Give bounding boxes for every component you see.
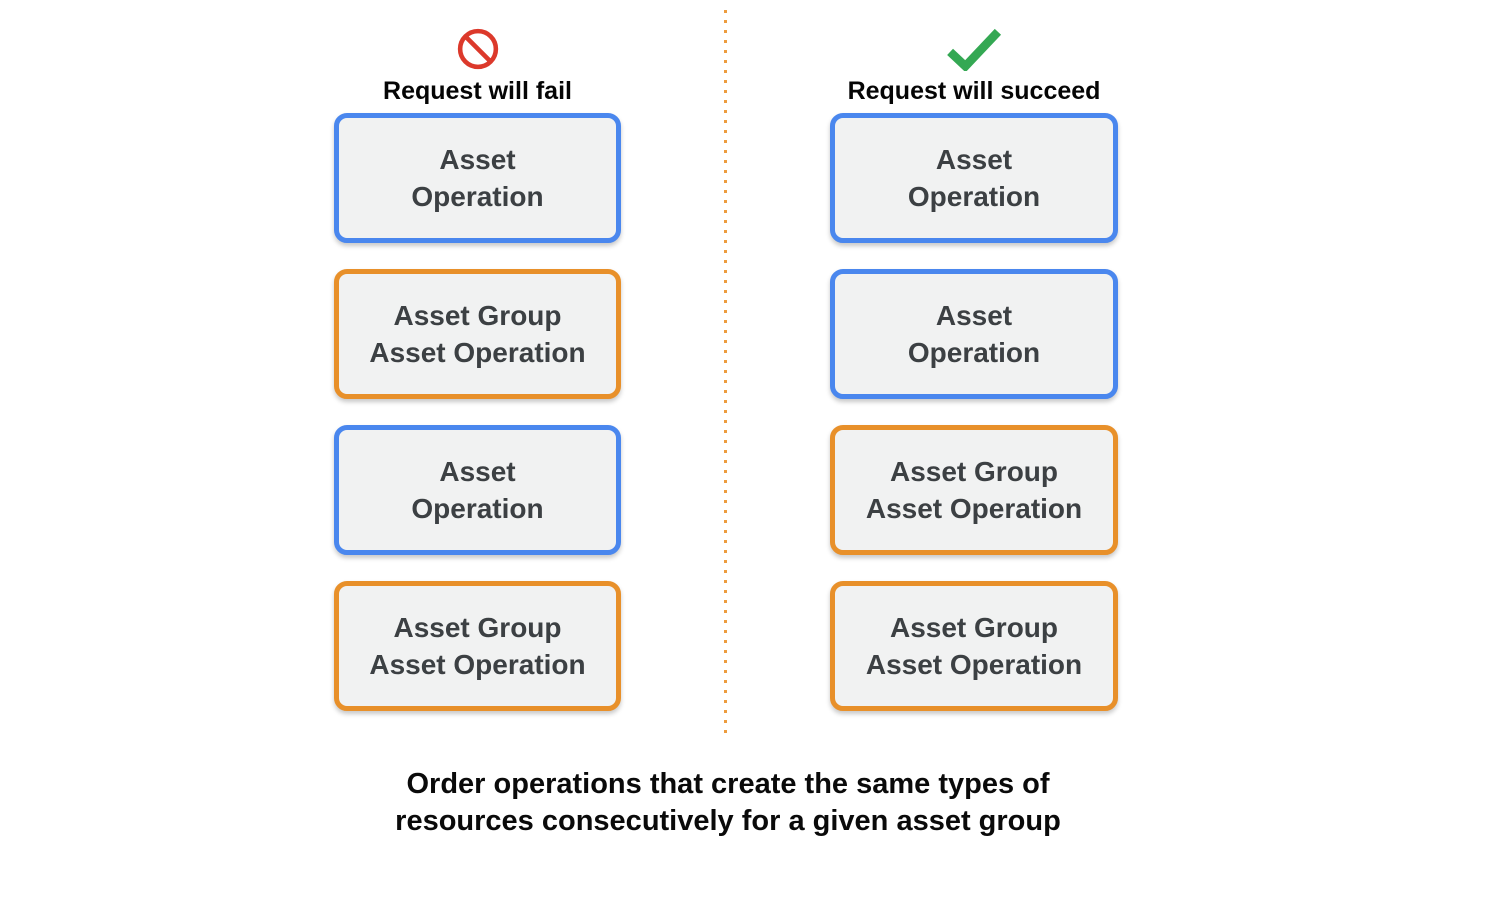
asset-operation-box: Asset Operation (830, 113, 1118, 243)
check-icon (947, 28, 1002, 71)
fail-column-boxes: Asset Operation Asset Group Asset Operat… (334, 113, 621, 711)
box-label: Asset Group Asset Operation (369, 300, 586, 368)
box-label: Asset Operation (411, 456, 544, 524)
succeed-column: Request will succeed Asset Operation Ass… (830, 10, 1118, 711)
asset-operation-box: Asset Operation (334, 113, 621, 243)
fail-column: Request will fail Asset Operation Asset … (334, 10, 621, 711)
box-label: Asset Group Asset Operation (369, 612, 586, 680)
asset-group-asset-operation-box: Asset Group Asset Operation (830, 425, 1118, 555)
box-label: Asset Operation (907, 144, 1041, 212)
box-label: Asset Operation (907, 300, 1041, 368)
box-label: Asset Group Asset Operation (865, 612, 1083, 680)
asset-operation-box: Asset Operation (830, 269, 1118, 399)
succeed-column-title: Request will succeed (847, 77, 1101, 105)
column-divider-dotted-line (724, 10, 727, 738)
box-label: Asset Group Asset Operation (865, 456, 1083, 524)
asset-group-asset-operation-box: Asset Group Asset Operation (334, 269, 621, 399)
fail-column-title: Request will fail (383, 77, 572, 105)
diagram-caption: Order operations that create the same ty… (395, 768, 1061, 837)
fail-column-header: Request will fail (383, 10, 572, 113)
prohibited-icon (457, 28, 498, 70)
asset-operation-box: Asset Operation (334, 425, 621, 555)
asset-group-asset-operation-box: Asset Group Asset Operation (830, 581, 1118, 711)
asset-group-asset-operation-box: Asset Group Asset Operation (334, 581, 621, 711)
succeed-column-header: Request will succeed (847, 10, 1101, 113)
succeed-column-boxes: Asset Operation Asset Operation Asset Gr… (830, 113, 1118, 711)
box-label: Asset Operation (411, 144, 544, 212)
